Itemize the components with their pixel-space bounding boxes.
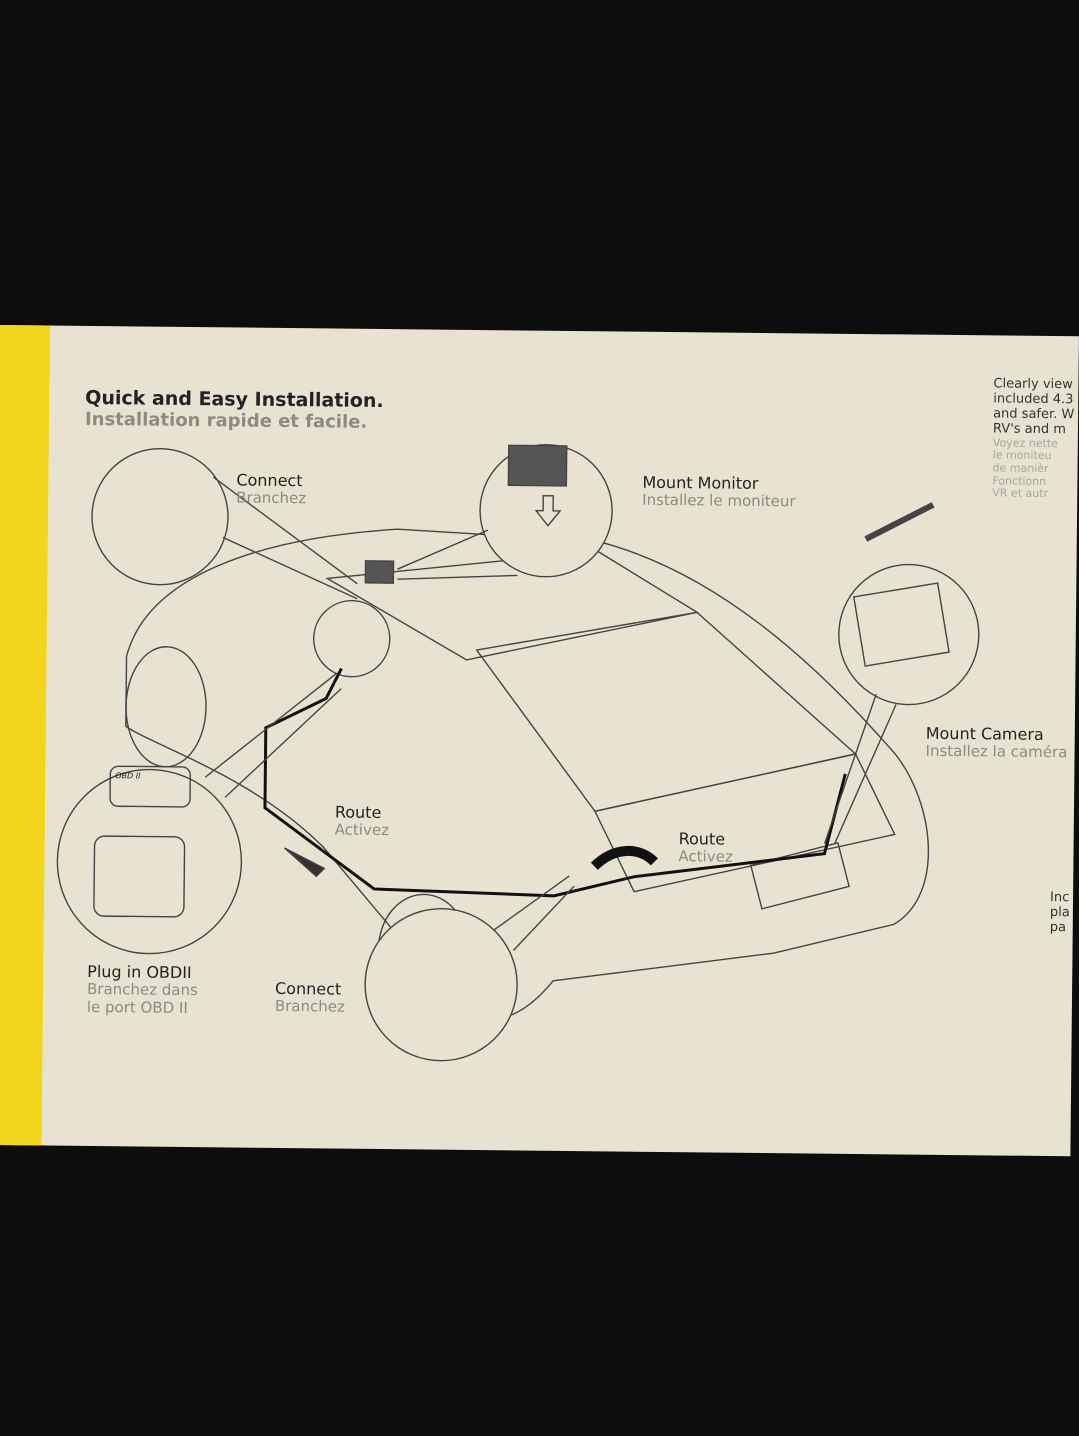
car-rear-window xyxy=(475,611,858,813)
route-arrow-icon xyxy=(284,847,326,878)
side-line: Inc xyxy=(1049,891,1070,906)
step-label-en: Connect xyxy=(274,978,342,999)
side-line-fr: VR et autr xyxy=(992,486,1049,501)
step-label-fr: Installez la caméra xyxy=(925,742,1068,762)
side-description-2: Inc pla pa xyxy=(1050,891,1073,936)
step-mount-monitor: Mount Monitor Installez le moniteur xyxy=(642,473,796,511)
step-label-en: Connect xyxy=(236,470,303,491)
step-route-front: Route Activez xyxy=(334,802,390,840)
step-label-fr: Branchez xyxy=(236,488,307,508)
obd-plug xyxy=(109,765,191,808)
step-connect-bottom: Connect Branchez xyxy=(274,978,345,1017)
car-outline xyxy=(125,528,930,1020)
trunk-lid xyxy=(593,753,896,893)
obd-tag: OBD II xyxy=(115,771,141,781)
step-label-en: Route xyxy=(334,802,382,823)
license-plate xyxy=(749,841,850,910)
callout-connect-bottom xyxy=(364,907,518,1062)
car-front-wheel xyxy=(125,646,207,768)
product-box-panel: Quick and Easy Installation. Installatio… xyxy=(0,325,1079,1157)
step-label-fr: Branchez dans xyxy=(86,980,198,1000)
camera-bracket xyxy=(864,502,935,542)
step-label-fr: Activez xyxy=(334,820,390,840)
title-fr: Installation rapide et facile. xyxy=(84,408,368,433)
callout-mount-camera xyxy=(838,563,980,706)
cable-route xyxy=(263,667,847,898)
step-mount-camera: Mount Camera Installez la caméra xyxy=(925,724,1068,762)
step-label-fr: Branchez xyxy=(274,997,345,1017)
steering-wheel xyxy=(313,600,391,678)
side-line: pla xyxy=(1049,904,1070,921)
obd-port xyxy=(93,835,186,918)
step-label-fr: Installez le moniteur xyxy=(642,491,796,511)
callout-connect-top xyxy=(91,447,229,586)
step-connect-top: Connect Branchez xyxy=(236,470,307,508)
down-arrow-icon xyxy=(534,494,562,527)
callout-obd xyxy=(56,768,243,955)
step-label-en: Route xyxy=(678,829,726,849)
step-label-fr: Activez xyxy=(678,847,733,867)
installation-diagram xyxy=(56,444,980,1062)
step-plug-obd: Plug in OBDII Branchez dans le port OBD … xyxy=(86,962,198,1017)
side-description: Clearly view included 4.3 and safer. W R… xyxy=(992,377,1078,501)
plate-bracket xyxy=(852,582,950,667)
dash-monitor xyxy=(364,560,395,584)
side-line: pa xyxy=(1049,919,1067,936)
curved-arrow-icon xyxy=(590,845,658,871)
monitor-icon xyxy=(507,444,568,487)
page-title: Quick and Easy Installation. Installatio… xyxy=(84,387,384,434)
step-route-rear: Route Activez xyxy=(678,829,733,867)
step-label-fr-2: le port OBD II xyxy=(86,997,188,1017)
